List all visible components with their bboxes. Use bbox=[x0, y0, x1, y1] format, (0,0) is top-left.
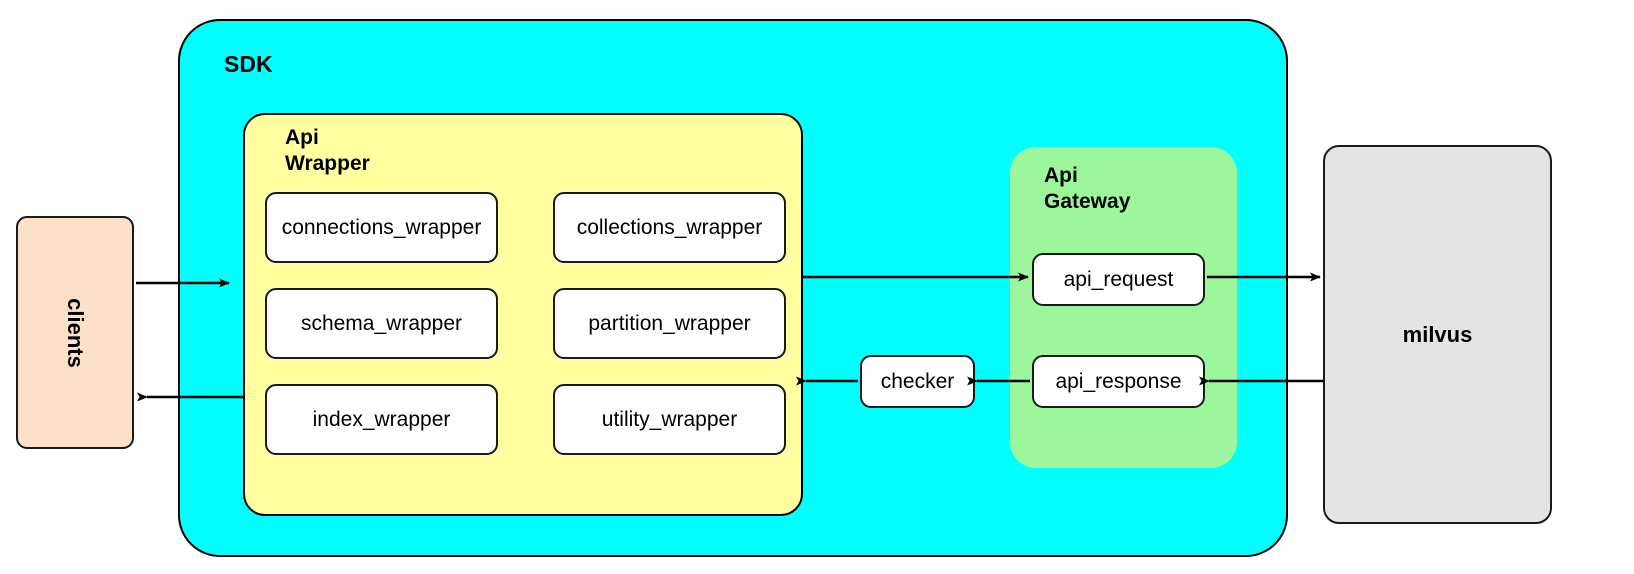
node-clients[interactable]: clients bbox=[16, 216, 134, 449]
api-gateway-container: Api Gateway bbox=[1010, 147, 1237, 468]
node-api-response[interactable]: api_response bbox=[1032, 355, 1205, 408]
node-utility-wrapper[interactable]: utility_wrapper bbox=[553, 384, 786, 455]
node-schema-wrapper[interactable]: schema_wrapper bbox=[265, 288, 498, 359]
node-index-wrapper[interactable]: index_wrapper bbox=[265, 384, 498, 455]
node-milvus[interactable]: milvus bbox=[1323, 145, 1552, 524]
node-checker[interactable]: checker bbox=[860, 355, 975, 408]
node-partition-wrapper[interactable]: partition_wrapper bbox=[553, 288, 786, 359]
sdk-label: SDK bbox=[224, 51, 273, 77]
clients-label-rotated: clients bbox=[18, 218, 132, 447]
api-wrapper-label: Api Wrapper bbox=[285, 126, 370, 176]
node-api-request[interactable]: api_request bbox=[1032, 253, 1205, 306]
clients-label-text: clients bbox=[62, 297, 88, 368]
node-connections-wrapper[interactable]: connections_wrapper bbox=[265, 192, 498, 263]
api-gateway-label: Api Gateway bbox=[1044, 164, 1131, 214]
node-collections-wrapper[interactable]: collections_wrapper bbox=[553, 192, 786, 263]
